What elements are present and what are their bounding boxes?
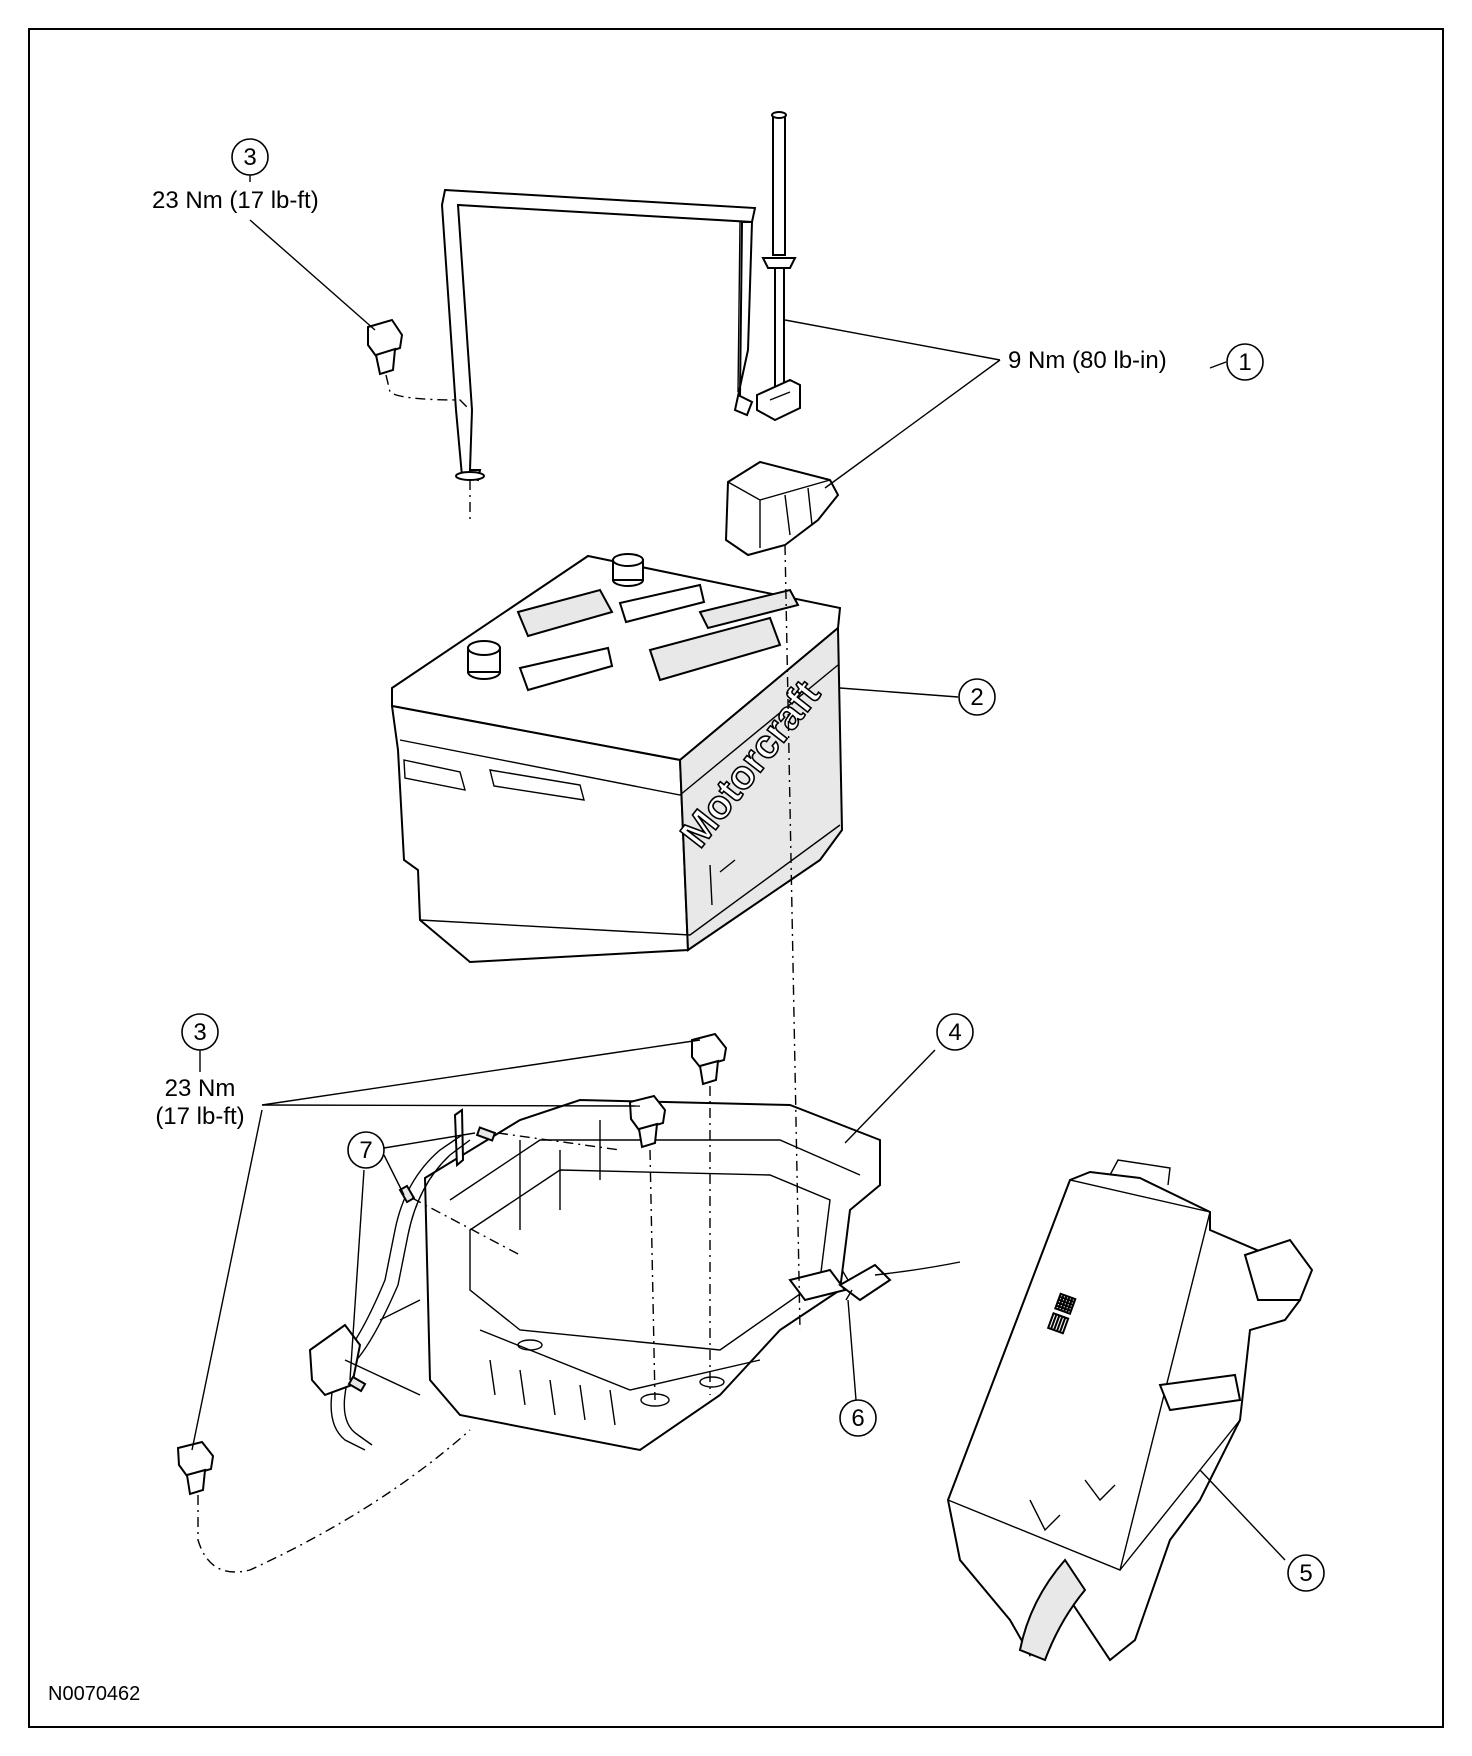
hold-down-clamp-block — [724, 460, 840, 557]
bolt-upper-left — [367, 318, 469, 409]
figure-id: N0070462 — [48, 1683, 140, 1705]
svg-text:1: 1 — [1238, 349, 1251, 376]
rod-alignment-line — [784, 544, 801, 1331]
bolt-tray-top — [691, 1032, 728, 1395]
callout-3-lower: 3 23 Nm (17 lb-ft) — [155, 1013, 245, 1130]
bolt-tray-middle — [628, 1094, 667, 1401]
callout-1: 9 Nm (80 lb-in) 1 — [1008, 343, 1264, 381]
svg-text:5: 5 — [1299, 1560, 1312, 1587]
battery-junction-box: ▤▦ — [946, 1159, 1314, 1662]
ground-cable-terminal — [838, 1261, 961, 1302]
svg-text:6: 6 — [851, 1405, 864, 1432]
callout-1-torque: 9 Nm (80 lb-in) — [1008, 347, 1167, 374]
callout-3-lower-torque-line1: 23 Nm — [165, 1075, 236, 1102]
callout-4: 4 — [936, 1013, 974, 1051]
callout-7: 7 — [347, 1131, 385, 1169]
bolt-tray-lower-left — [176, 1429, 471, 1573]
callout-3-lower-torque-line2: (17 lb-ft) — [155, 1103, 244, 1130]
callout-6: 6 — [839, 1399, 877, 1437]
svg-text:2: 2 — [970, 684, 983, 711]
callout-2: 2 — [958, 678, 996, 716]
callout-5: 5 — [1287, 1554, 1325, 1592]
svg-text:7: 7 — [359, 1137, 372, 1164]
svg-text:4: 4 — [948, 1019, 961, 1046]
battery-hold-down-strap — [440, 188, 757, 520]
callout-3-upper: 3 23 Nm (17 lb-ft) — [152, 138, 319, 214]
svg-text:3: 3 — [243, 144, 256, 171]
svg-text:3: 3 — [193, 1019, 206, 1046]
callout-3-upper-torque: 23 Nm (17 lb-ft) — [152, 187, 319, 214]
diagram-frame — [28, 28, 1444, 1728]
hold-down-rod — [756, 111, 801, 422]
wiring-harness — [308, 1108, 621, 1451]
leader-lines — [191, 168, 1286, 1561]
battery: Motorcraft — [390, 553, 844, 964]
